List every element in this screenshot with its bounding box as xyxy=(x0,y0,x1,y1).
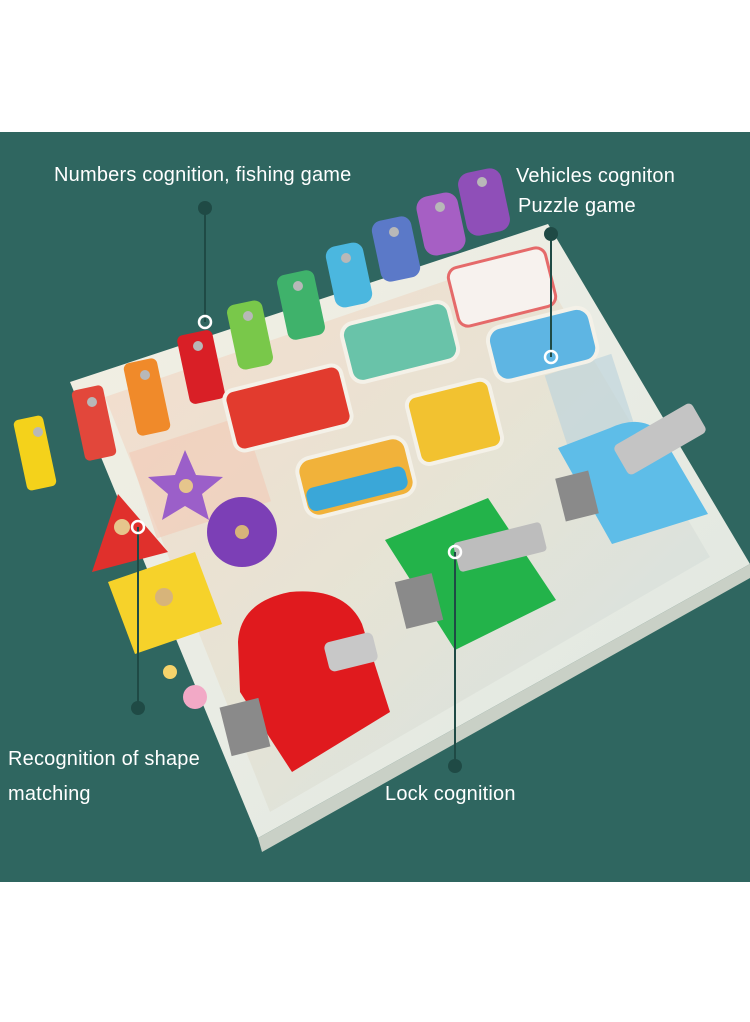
knob xyxy=(235,525,249,539)
fish-eye xyxy=(293,281,303,291)
vehicles-leader-dot xyxy=(544,227,558,241)
fishing-fish-row xyxy=(13,168,510,491)
excavator-piece xyxy=(404,377,505,466)
airplane-piece xyxy=(485,305,600,383)
fish-piece xyxy=(416,192,466,256)
hinge xyxy=(394,573,444,629)
fish-eye xyxy=(243,311,253,321)
shape-leader-ring xyxy=(130,519,146,535)
fish-eye xyxy=(87,397,97,407)
vehicles-cognition-label: Vehicles cogniton xyxy=(516,165,676,187)
fish-eye xyxy=(33,427,43,437)
fish-piece xyxy=(227,300,273,370)
leader-lines xyxy=(137,208,552,766)
fish-eye xyxy=(389,227,399,237)
knob xyxy=(155,588,173,606)
fish-eyes xyxy=(33,177,487,437)
vehicles-leader-ring xyxy=(543,349,559,365)
slide-bolt xyxy=(453,522,547,572)
numbers-leader-ring xyxy=(197,314,213,330)
lock-doors xyxy=(219,403,708,772)
fish-eye xyxy=(477,177,487,187)
shape-recognition-label: Recognition of shape xyxy=(8,748,200,770)
knob xyxy=(114,519,130,535)
triangle-piece xyxy=(92,494,168,572)
fish-piece xyxy=(177,330,225,404)
numbers-cognition-label: Numbers cognition, fishing game xyxy=(54,164,352,186)
puzzle-game-label: Puzzle game xyxy=(518,195,636,217)
fish-piece xyxy=(13,415,57,491)
hinge xyxy=(555,470,599,522)
art-flower xyxy=(183,685,207,709)
fish-piece xyxy=(458,168,510,236)
fish-piece xyxy=(371,216,421,282)
fish-eye xyxy=(435,202,445,212)
lock-cognition-label: Lock cognition xyxy=(385,783,516,805)
hasp xyxy=(614,403,706,475)
hinge xyxy=(219,697,271,757)
latch xyxy=(324,632,378,672)
numbers-leader-dot xyxy=(198,201,212,215)
shape-matching-pieces xyxy=(92,450,277,654)
leader-dots xyxy=(131,201,558,773)
fish-eye xyxy=(140,370,150,380)
product-image-panel: Numbers cognition, fishing game Vehicles… xyxy=(0,132,750,882)
busy-board-illustration xyxy=(0,132,750,882)
shape-leader-dot xyxy=(131,701,145,715)
fish-piece xyxy=(123,358,171,436)
fish-piece xyxy=(71,385,117,461)
board-edge xyxy=(258,564,750,852)
knob xyxy=(179,479,193,493)
fish-eye xyxy=(193,341,203,351)
shape-matching-label: matching xyxy=(8,783,91,805)
fire-truck-piece xyxy=(222,363,354,453)
vehicle-puzzle-pieces xyxy=(222,246,600,519)
art-flower xyxy=(163,665,177,679)
fish-eye xyxy=(341,253,351,263)
bus-piece xyxy=(339,300,461,384)
fish-piece xyxy=(277,270,325,340)
lock-leader-ring xyxy=(447,544,463,560)
fish-piece xyxy=(325,242,373,308)
leader-end-rings xyxy=(130,314,559,560)
lock-leader-dot xyxy=(448,759,462,773)
boat-hull xyxy=(306,466,408,512)
